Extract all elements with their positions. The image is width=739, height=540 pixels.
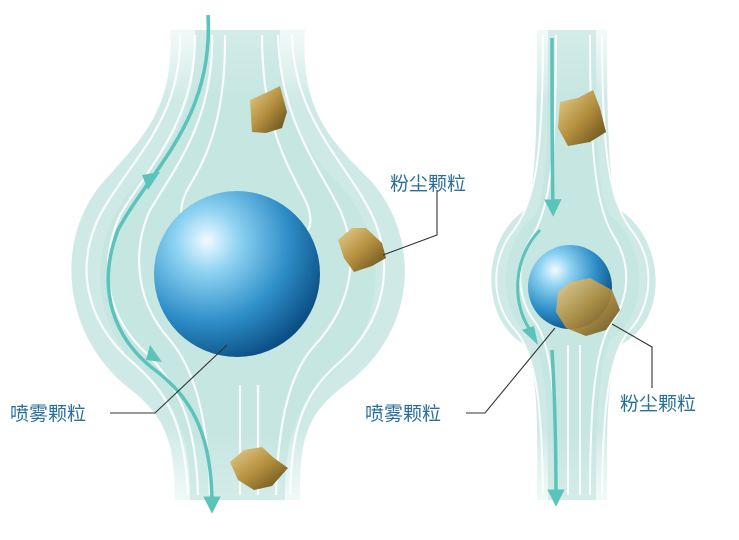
- left-streamlines: [85, 34, 386, 496]
- left-dust-particle-top: [250, 86, 287, 133]
- left-panel: 粉尘颗粒 喷雾颗粒: [10, 14, 466, 514]
- right-flow-arrow-side-head: [522, 326, 538, 345]
- right-flow-arrow-top: [544, 37, 562, 217]
- right-dust-label: 粉尘颗粒: [620, 393, 696, 415]
- right-dust-leader: [611, 323, 653, 388]
- left-spray-leader: [110, 344, 228, 414]
- right-dust-particle-captured: [556, 278, 620, 336]
- left-dust-label: 粉尘颗粒: [390, 173, 466, 195]
- left-dust-particle-middle: [338, 228, 386, 272]
- right-panel: 喷雾颗粒 粉尘颗粒: [365, 30, 696, 507]
- right-flow-arrow-side: [516, 228, 542, 331]
- left-spray-particle: [154, 191, 320, 357]
- left-flow-arrow-mid-2: [146, 345, 162, 362]
- left-spray-label: 喷雾颗粒: [10, 403, 86, 425]
- left-flow-arrow: [106, 14, 221, 514]
- left-dust-particle-bottom: [230, 447, 288, 490]
- left-flow-arrow-mid-1: [142, 172, 160, 190]
- right-flow-arrow-bottom: [547, 349, 565, 507]
- right-spray-label: 喷雾颗粒: [365, 403, 441, 425]
- left-dust-leader: [382, 190, 438, 256]
- right-dust-particle-top: [558, 90, 606, 146]
- right-spray-leader: [466, 327, 556, 414]
